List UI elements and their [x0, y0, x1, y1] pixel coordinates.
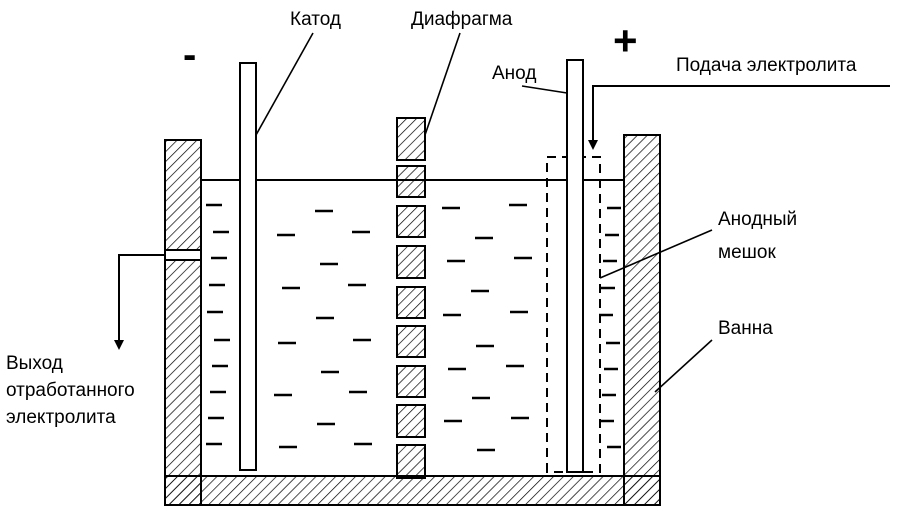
outlet-opening	[164, 249, 202, 261]
electrolyte-feed-label: Подача электролита	[676, 55, 857, 76]
cathode-label: Катод	[290, 9, 341, 30]
anode-plate	[566, 59, 584, 473]
diaphragm-label: Диафрагма	[411, 9, 513, 30]
anode-bag-label-line2: мешок	[718, 242, 776, 263]
anode-bag	[546, 156, 601, 473]
bath-label: Ванна	[718, 318, 773, 339]
diaphragm-segment	[396, 286, 426, 319]
electrolyte-feed-arrow	[588, 85, 890, 150]
diaphragm-segment	[396, 245, 426, 279]
bath-left-wall	[164, 139, 202, 506]
outlet-label-line1: Выход	[6, 353, 63, 374]
diaphragm-segment	[396, 365, 426, 398]
diaphragm-segment	[396, 444, 426, 479]
diaphragm-segment	[396, 165, 426, 198]
negative-sign: -	[183, 33, 196, 77]
bath-right-wall	[623, 134, 661, 506]
diaphragm	[396, 117, 426, 479]
diaphragm-segment	[396, 404, 426, 438]
bath-leader	[654, 339, 713, 393]
electrolyte	[206, 203, 621, 452]
diaphragm-segment	[396, 325, 426, 358]
outlet-label-line2: отработанного	[6, 380, 135, 401]
diaphragm-leader	[424, 32, 461, 136]
bath-bottom	[164, 475, 661, 506]
cathode-leader	[255, 32, 314, 136]
positive-sign: +	[613, 17, 638, 64]
anode-bag-label-line1: Анодный	[718, 209, 797, 230]
diaphragm-segment	[396, 205, 426, 238]
outlet-label-line3: электролита	[6, 407, 116, 428]
outlet-arrow	[114, 254, 165, 350]
anode-label: Анод	[492, 63, 536, 84]
diaphragm-segment	[396, 117, 426, 161]
cathode-plate	[239, 62, 257, 471]
anode-leader	[521, 85, 568, 94]
anode-bag-leader	[599, 229, 713, 279]
